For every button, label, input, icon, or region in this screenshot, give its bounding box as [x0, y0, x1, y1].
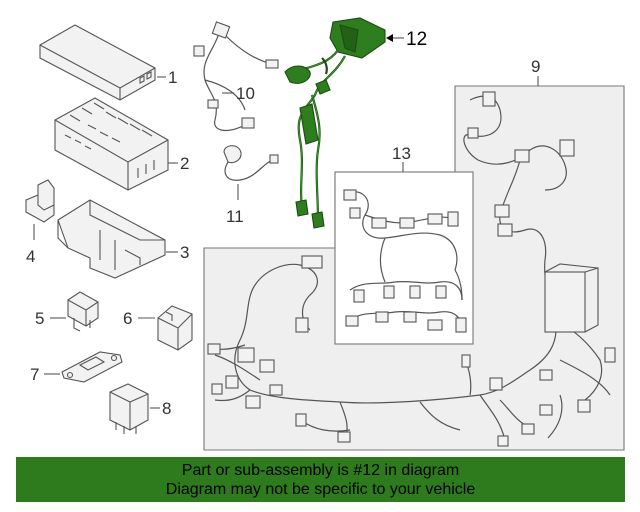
part-10-small-harness: [193, 21, 279, 132]
part-7-fusible-link: [61, 351, 123, 383]
callout-1: 1: [168, 68, 177, 87]
banner-line-2: Diagram may not be specific to your vehi…: [165, 480, 476, 498]
banner-line-1: Part or sub-assembly is #12 in diagram: [181, 461, 460, 479]
part-8-relay: [109, 383, 149, 434]
callout-11: 11: [226, 207, 244, 226]
part-9-main-harness: [207, 91, 616, 447]
part-6-relay-small: [157, 305, 193, 351]
callout-8: 8: [162, 399, 171, 418]
callout-3: 3: [180, 243, 189, 262]
callout-9: 9: [531, 57, 540, 76]
callout-4: 4: [26, 247, 35, 266]
callout-10: 10: [236, 84, 255, 103]
part-2-fuse-box: [54, 97, 169, 191]
part-13-engine-harness: [343, 189, 467, 333]
callout-2: 2: [180, 154, 189, 173]
callout-13: 13: [392, 144, 411, 163]
info-banner: Part or sub-assembly is #12 in diagram D…: [16, 457, 625, 502]
callout-5: 5: [35, 309, 44, 328]
callout-7: 7: [30, 365, 39, 384]
part-3-bracket: [57, 199, 166, 279]
leader-12-arrow: [386, 34, 393, 42]
part-5-fuse: [67, 291, 99, 332]
part-9-main-harness-frame: [203, 85, 625, 451]
callout-12: 12: [406, 29, 427, 50]
part-4-clip: [25, 179, 55, 223]
part-1-fuse-box-cover: [39, 24, 156, 101]
callout-6: 6: [123, 309, 132, 328]
part-12-highlighted-harness: [284, 17, 386, 229]
part-11-sensor: [223, 145, 279, 181]
